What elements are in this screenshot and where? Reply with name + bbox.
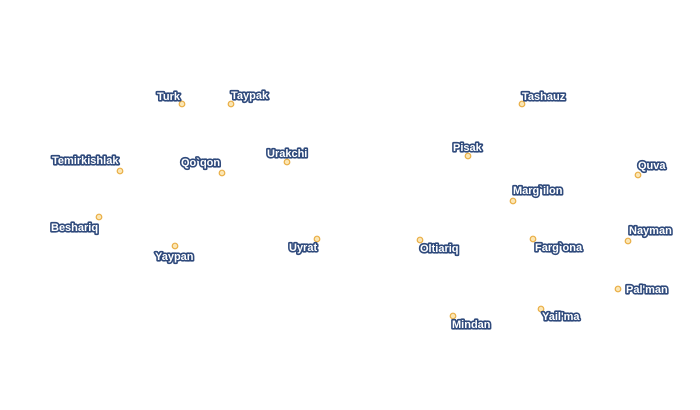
place-label-yailma[interactable]: Yail'ma (540, 309, 582, 324)
place-label-turk[interactable]: Turk (155, 89, 182, 104)
place-marker-pisak[interactable] (464, 152, 472, 160)
place-label-tashauz[interactable]: Tashauz (520, 89, 567, 104)
place-marker-fargona[interactable] (529, 235, 537, 243)
place-marker-margilon[interactable] (509, 197, 517, 205)
place-label-pisak[interactable]: Pisak (451, 140, 484, 155)
place-marker-quva[interactable] (634, 171, 642, 179)
place-marker-temirkishlak[interactable] (116, 167, 124, 175)
place-marker-beshariq[interactable] (95, 213, 103, 221)
place-label-quva[interactable]: Quva (636, 158, 668, 173)
place-label-margilon[interactable]: Marg`ilon (511, 183, 564, 198)
place-label-fargona[interactable]: Farg`ona (533, 240, 584, 255)
place-marker-nayman[interactable] (624, 237, 632, 245)
place-marker-uyrat[interactable] (313, 235, 321, 243)
place-marker-palman[interactable] (614, 285, 622, 293)
place-label-taypak[interactable]: Taypak (229, 88, 270, 103)
place-marker-yailma[interactable] (537, 305, 545, 313)
place-label-mindan[interactable]: Mindan (450, 317, 492, 332)
place-labels: Turk Taypak Tashauz Temirkishlak Qo`qon … (49, 88, 673, 332)
place-label-oltiariq[interactable]: Oltiariq (418, 241, 460, 256)
place-marker-mindan[interactable] (449, 312, 457, 320)
place-marker-qoqon[interactable] (218, 169, 226, 177)
place-label-palman[interactable]: Pal'man (624, 282, 669, 297)
place-marker-tashauz[interactable] (518, 100, 526, 108)
place-marker-oltiariq[interactable] (416, 236, 424, 244)
place-label-uyrat[interactable]: Uyrat (287, 240, 319, 255)
place-label-qoqon[interactable]: Qo`qon (179, 155, 222, 170)
place-marker-urakchi[interactable] (283, 158, 291, 166)
place-label-beshariq[interactable]: Beshariq (49, 220, 99, 235)
place-marker-yaypan[interactable] (171, 242, 179, 250)
place-label-nayman[interactable]: Nayman (627, 223, 673, 238)
place-label-yaypan[interactable]: Yaypan (153, 249, 195, 264)
place-markers (95, 100, 642, 320)
place-label-urakchi[interactable]: Urakchi (265, 146, 309, 161)
place-label-temirkishlak[interactable]: Temirkishlak (50, 153, 121, 168)
place-marker-taypak[interactable] (227, 100, 235, 108)
place-marker-turk[interactable] (178, 100, 186, 108)
